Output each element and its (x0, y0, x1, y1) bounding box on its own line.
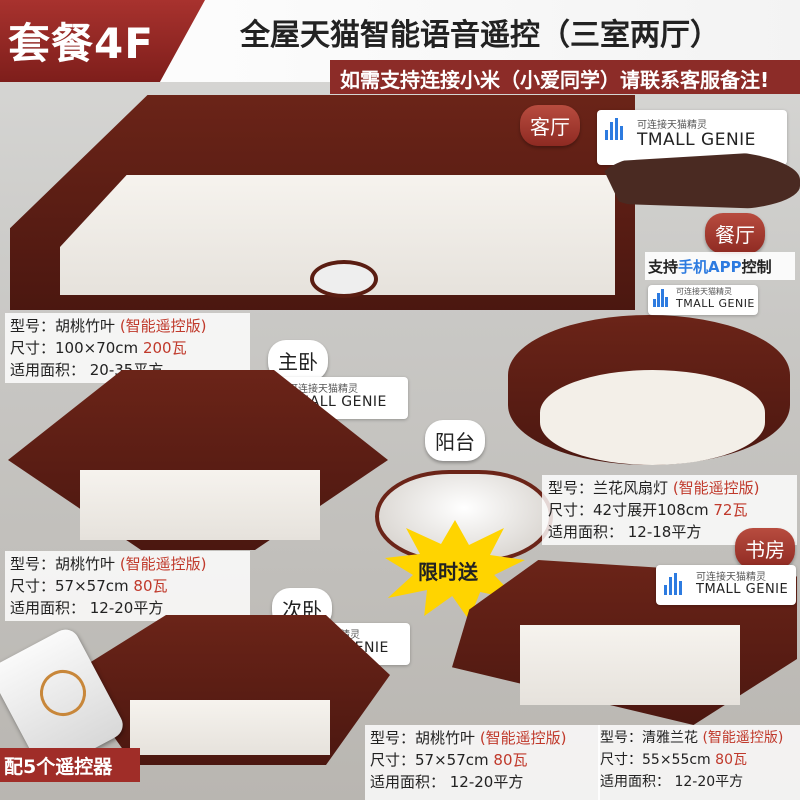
watt-value: 80瓦 (715, 752, 747, 768)
tmall-cn-text: 可连接天猫精灵 (676, 287, 732, 296)
room-tag-dining: 餐厅 (705, 213, 765, 254)
tmall-cn-text: 可连接天猫精灵 (696, 572, 766, 583)
model-tag: (智能遥控版) (119, 317, 207, 335)
voice-wave-icon (664, 573, 686, 595)
tmall-en-text: TMALL GENIE (637, 130, 756, 150)
remote-label: 配5个遥控器 (4, 756, 113, 778)
living-room-lamp-medallion (310, 260, 378, 298)
watt-value: 72瓦 (713, 501, 748, 519)
watt-value: 80瓦 (493, 751, 528, 769)
model-label: 型号： (600, 730, 642, 746)
app-support-prefix: 支持 (648, 258, 679, 276)
model-value: 胡桃竹叶 (55, 555, 116, 573)
area-value: 适用面积： 12-20平方 (600, 774, 744, 790)
subtitle-bar (330, 60, 800, 94)
tmall-cn-text: 可连接天猫精灵 (637, 120, 707, 131)
size-value: 57×57cm (55, 577, 129, 595)
model-tag: (智能遥控版) (119, 555, 207, 573)
size-value: 100×70cm (55, 339, 139, 357)
second-bedroom-lamp-panel (130, 700, 330, 755)
model-value: 胡桃竹叶 (415, 729, 476, 747)
app-support-text: 支持手机APP控制 (648, 256, 772, 277)
watt-value: 200瓦 (142, 339, 187, 357)
model-label: 型号： (370, 729, 416, 747)
room-tag-living: 客厅 (520, 105, 580, 146)
tmall-badge-dining: 可连接天猫精灵 TMALL GENIE (648, 285, 758, 315)
remote-label-bg (0, 748, 140, 782)
tmall-badge-study: 可连接天猫精灵 TMALL GENIE (656, 565, 796, 605)
model-value: 胡桃竹叶 (55, 317, 116, 335)
dining-fan-lamp-panel (540, 370, 765, 465)
size-label: 尺寸： (10, 339, 56, 357)
spec-dining: 型号：兰花风扇灯 (智能遥控版) 尺寸：42寸展开108cm 72瓦 适用面积：… (548, 477, 760, 543)
app-support-highlight: 手机APP (678, 258, 742, 276)
spec-bg-master (5, 551, 250, 621)
area-value: 适用面积： 12-20平方 (370, 773, 524, 791)
room-tag-study: 书房 (735, 528, 795, 569)
spec-master: 型号：胡桃竹叶 (智能遥控版) 尺寸：57×57cm 80瓦 适用面积： 12-… (10, 553, 207, 619)
spec-bg-study (598, 725, 800, 800)
study-lamp-panel (520, 625, 740, 705)
area-value: 适用面积： 12-20平方 (10, 599, 164, 617)
area-value: 适用面积： 12-18平方 (548, 523, 702, 541)
model-value: 清雅兰花 (642, 730, 698, 746)
promo-text: 限时送 (418, 560, 478, 584)
model-value: 兰花风扇灯 (593, 479, 669, 497)
size-label: 尺寸： (10, 577, 56, 595)
room-tag-balcony: 阳台 (425, 420, 485, 461)
size-label: 尺寸： (548, 501, 594, 519)
watt-value: 80瓦 (133, 577, 168, 595)
app-support-bg (645, 252, 795, 280)
model-tag: (智能遥控版) (672, 479, 760, 497)
page-title: 全屋天猫智能语音遥控（三室两厅） (240, 18, 720, 53)
model-label: 型号： (10, 317, 56, 335)
model-label: 型号： (548, 479, 594, 497)
voice-wave-icon (605, 118, 627, 140)
app-support-suffix: 控制 (741, 258, 772, 276)
model-label: 型号： (10, 555, 56, 573)
size-label: 尺寸： (600, 752, 642, 768)
subtitle-text: 如需支持连接小米（小爱同学）请联系客服备注! (340, 68, 770, 92)
size-value: 55×55cm (642, 752, 711, 768)
model-tag: (智能遥控版) (702, 730, 784, 746)
size-label: 尺寸： (370, 751, 416, 769)
tmall-en-text: TMALL GENIE (676, 297, 755, 310)
spec-bg-second (365, 725, 600, 800)
master-bedroom-lamp-panel (80, 470, 320, 540)
spec-study: 型号：清雅兰花 (智能遥控版) 尺寸：55×55cm 80瓦 适用面积： 12-… (600, 727, 783, 793)
spec-second: 型号：胡桃竹叶 (智能遥控版) 尺寸：57×57cm 80瓦 适用面积： 12-… (370, 727, 567, 793)
voice-wave-icon (653, 289, 671, 307)
model-tag: (智能遥控版) (479, 729, 567, 747)
size-value: 42寸展开108cm (593, 501, 709, 519)
tmall-en-text: TMALL GENIE (696, 582, 789, 597)
size-value: 57×57cm (415, 751, 489, 769)
package-label: 套餐4F (8, 19, 154, 68)
tmall-cn-text: 可连接天猫精灵 (288, 384, 358, 395)
